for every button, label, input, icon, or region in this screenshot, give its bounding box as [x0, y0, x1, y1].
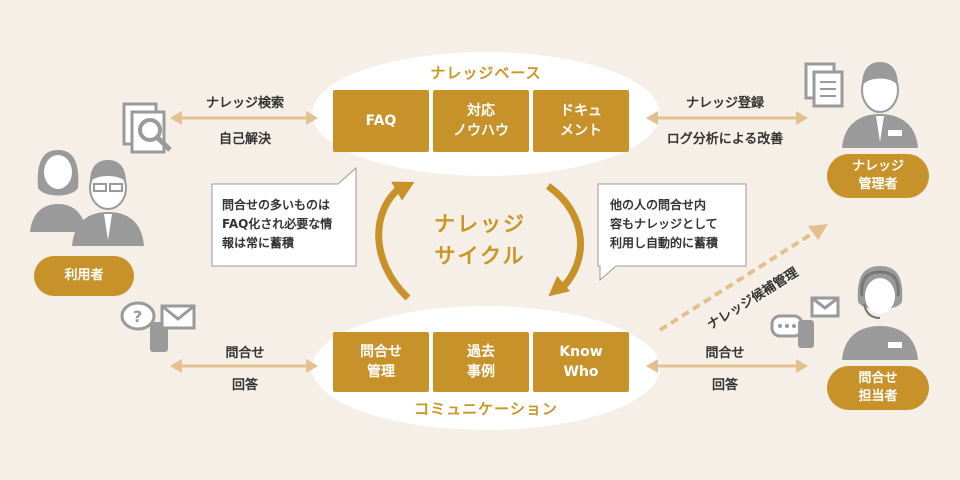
question-mail-icon: ? — [120, 301, 196, 352]
comm-box-inquiry-management: 問合せ 管理 — [333, 332, 429, 392]
kb-box-know-how: 対応 ノウハウ — [433, 90, 529, 152]
knowledge-manager-avatar — [842, 62, 918, 148]
search-arrow-head-right — [306, 111, 318, 125]
candidate-arrow — [658, 228, 820, 332]
search-document-icon — [122, 102, 172, 154]
documents-icon — [804, 62, 844, 108]
support-staff-avatar — [842, 266, 918, 360]
answer-label-left: 回答 — [231, 378, 258, 393]
chat-mail-icon — [770, 296, 840, 348]
inquiry-arrow-left-head-right — [306, 359, 318, 373]
kb-box-faq: FAQ — [333, 90, 429, 152]
cycle-arrow-left — [375, 183, 411, 301]
user-woman-avatar — [30, 150, 86, 232]
log-analysis-label: ログ分析による改善 — [666, 132, 784, 147]
self-resolve-label: 自己解決 — [218, 132, 271, 147]
inquiry-arrow-left-head-left — [170, 359, 182, 373]
knowledge-cycle-label: ナレッジ サイクル — [434, 212, 526, 268]
answer-label-right: 回答 — [711, 378, 738, 393]
comm-box-past-cases: 過去 事例 — [433, 332, 529, 392]
callout-right-box — [597, 183, 747, 282]
inquiry-arrow-right-head-right — [796, 359, 808, 373]
svg-text:?: ? — [133, 307, 142, 326]
search-arrow-head-left — [170, 111, 182, 125]
communication-title: コミュニケーション — [414, 400, 558, 418]
register-arrow-head-left — [646, 111, 658, 125]
cycle-arrow-left-head — [391, 181, 415, 201]
callout-left-text: 問合せの多いものは FAQ化され必要な情 報は常に蓄積 — [222, 198, 333, 250]
inquiry-label-left: 問合せ — [225, 346, 265, 361]
kb-box-document: ドキュ メント — [533, 90, 629, 152]
search-label: ナレッジ検索 — [205, 96, 284, 111]
candidate-arrow-head — [808, 224, 828, 240]
knowledge-base-title: ナレッジベース — [430, 64, 542, 82]
callout-right-text: 他の人の問合せ内 容もナレッジとして 利用し自動的に蓄積 — [610, 198, 719, 250]
register-label: ナレッジ登録 — [685, 96, 764, 111]
comm-box-know-who: Know Who — [533, 332, 629, 392]
support-staff-pill: 問合せ 担当者 — [827, 366, 929, 410]
inquiry-label-right: 問合せ — [705, 346, 745, 361]
user-role-pill: 利用者 — [34, 256, 134, 296]
knowledge-manager-pill: ナレッジ 管理者 — [827, 154, 929, 198]
cycle-arrow-right — [545, 183, 584, 293]
cycle-arrow-right-head — [548, 275, 571, 297]
callout-left-box — [211, 166, 357, 267]
register-arrow-head-right — [796, 111, 808, 125]
user-man-avatar — [72, 160, 144, 246]
inquiry-arrow-right-head-left — [646, 359, 658, 373]
